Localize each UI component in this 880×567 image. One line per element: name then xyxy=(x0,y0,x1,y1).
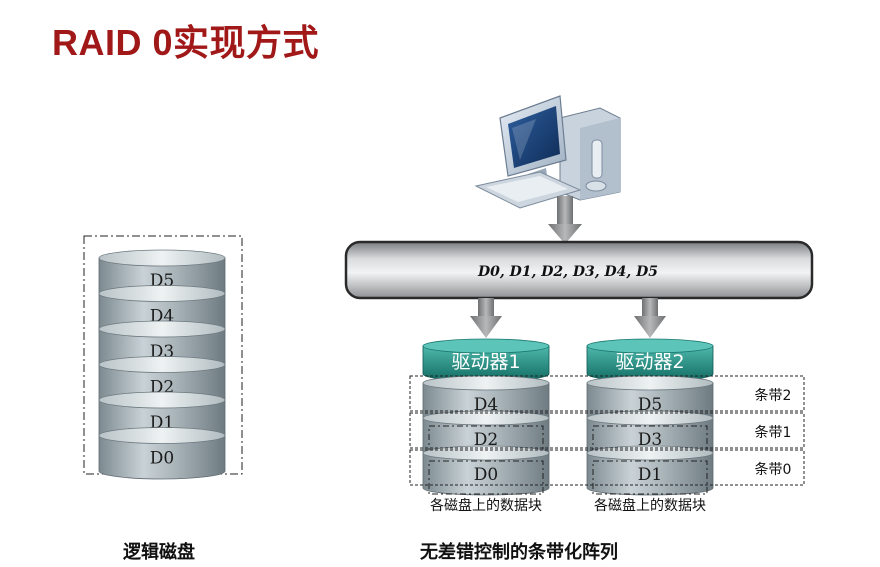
logical-block-d0: D0 xyxy=(98,427,226,480)
stripe-label: 条带1 xyxy=(755,424,792,441)
disk-block-label: D1 xyxy=(638,465,662,485)
stripe-0: 条带0 xyxy=(409,449,805,486)
bus-label: D0, D1, D2, D3, D4, D5 xyxy=(477,264,658,280)
stripe-label: 条带0 xyxy=(755,461,792,478)
arrow-bus-to-drive1 xyxy=(470,298,502,338)
disk-block-label: D0 xyxy=(474,465,498,485)
stripe-label: 条带2 xyxy=(755,387,792,404)
drive-caption: 各磁盘上的数据块 xyxy=(430,497,542,514)
disk-block-label: D5 xyxy=(638,395,662,415)
array-caption: 无差错控制的条带化阵列 xyxy=(420,542,618,563)
page-title: RAID 0实现方式 xyxy=(52,22,320,63)
disk-block-label: D3 xyxy=(638,430,662,450)
disk-block-label: D2 xyxy=(474,430,498,450)
disk-block-label: D0 xyxy=(150,448,174,468)
drive-block-d0: D0 xyxy=(422,445,550,496)
drive-block-d1: D1 xyxy=(586,445,714,496)
drive-name-label: 驱动器1 xyxy=(451,351,520,373)
arrow-computer-to-bus xyxy=(548,196,582,244)
disk-block-label: D4 xyxy=(474,395,498,415)
arrow-bus-to-drive2 xyxy=(634,298,666,338)
data-bus: D0, D1, D2, D3, D4, D5 xyxy=(344,240,814,300)
logical-disk-caption: 逻辑磁盘 xyxy=(123,542,195,563)
stripe-2: 条带2 xyxy=(409,375,805,412)
drive-caption: 各磁盘上的数据块 xyxy=(594,497,706,514)
stripes: 条带2 条带1 条带0 xyxy=(409,375,805,486)
stripe-1: 条带1 xyxy=(409,412,805,449)
computer-icon xyxy=(474,95,621,209)
drive-name-label: 驱动器2 xyxy=(615,351,684,373)
